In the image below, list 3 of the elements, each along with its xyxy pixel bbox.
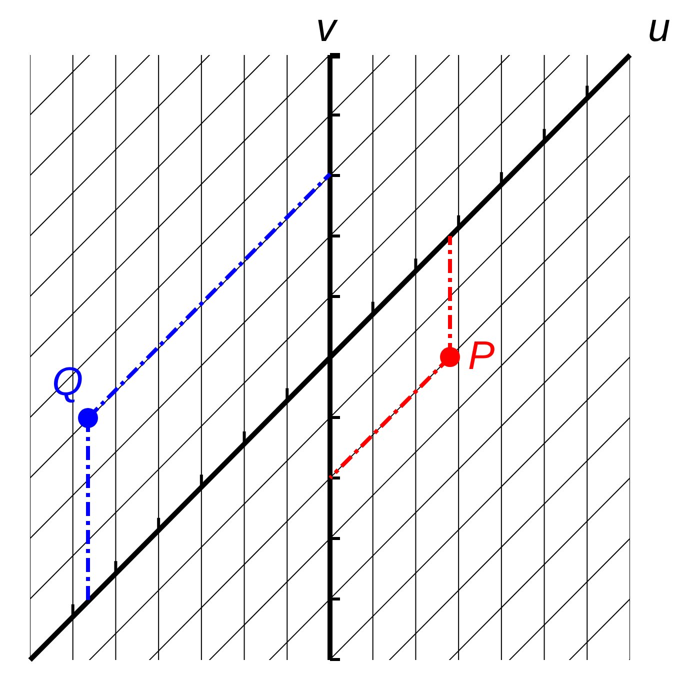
axis-label: v	[316, 8, 336, 48]
point-label: P	[468, 336, 495, 376]
axis-label: u	[648, 8, 670, 48]
